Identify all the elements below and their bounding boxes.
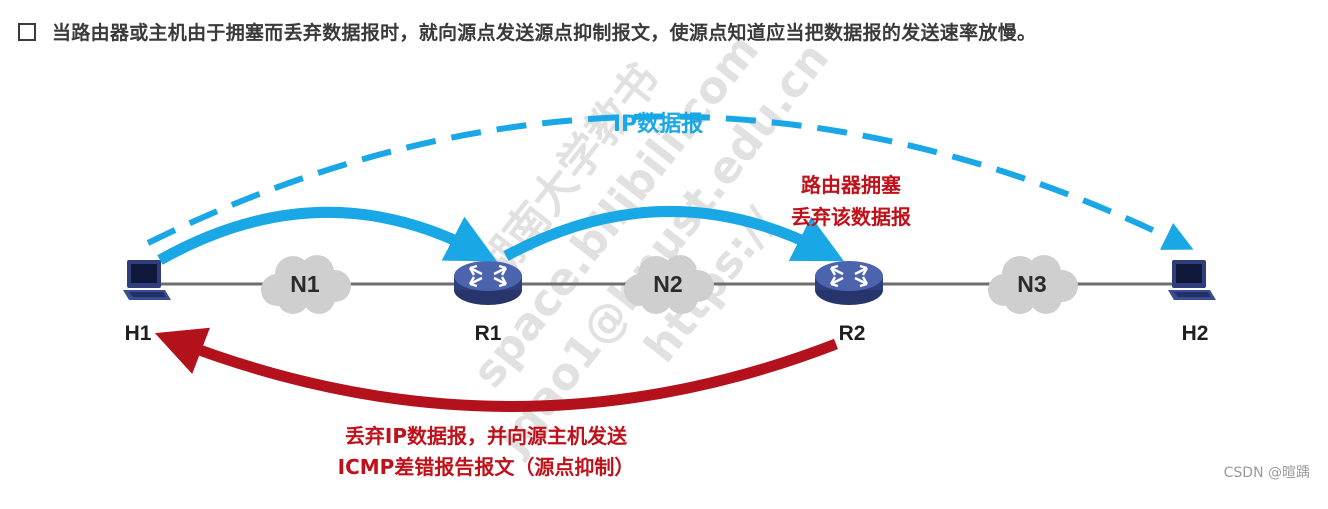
router-r1-badge: ROUTER	[475, 306, 501, 312]
label-icmp-2: ICMP差错报告报文（源点抑制）	[338, 455, 635, 479]
router-r1-icon	[452, 259, 524, 307]
label-r2: R2	[839, 322, 866, 345]
credit: CSDN @暄踽	[1223, 465, 1310, 481]
label-icmp-1: 丢弃IP数据报，并向源主机发送	[345, 424, 628, 448]
label-congestion-2: 丢弃该数据报	[791, 205, 911, 229]
label-h1: H1	[125, 322, 152, 345]
label-h2: H2	[1182, 322, 1209, 345]
label-n2: N2	[653, 271, 682, 297]
label-r1: R1	[475, 322, 502, 345]
arrow-h1-to-r1	[157, 206, 497, 265]
heading: 当路由器或主机由于拥塞而丢弃数据报时，就向源点发送源点抑制报文，使源点知道应当把…	[18, 18, 1036, 45]
host-h1-icon	[123, 260, 171, 300]
arrow-r1-to-r2	[503, 205, 845, 262]
router-r2-badge: ROUTER	[836, 306, 862, 312]
icmp-return-arrow	[154, 327, 838, 412]
network-diagram: N1 N2 N3 ROUTER ROUTER H1 R1 R2 H2 IP数据报…	[123, 111, 1216, 479]
label-n1: N1	[290, 271, 320, 297]
checkbox[interactable]	[18, 22, 36, 41]
label-congestion-1: 路由器拥塞	[801, 173, 902, 197]
label-n3: N3	[1017, 271, 1046, 297]
ip-datagram-arrow	[146, 113, 1194, 250]
host-h2-icon	[1168, 260, 1216, 300]
label-ip-datagram: IP数据报	[613, 111, 703, 137]
heading-text: 当路由器或主机由于拥塞而丢弃数据报时，就向源点发送源点抑制报文，使源点知道应当把…	[52, 22, 1037, 44]
router-r2-icon	[813, 259, 885, 307]
